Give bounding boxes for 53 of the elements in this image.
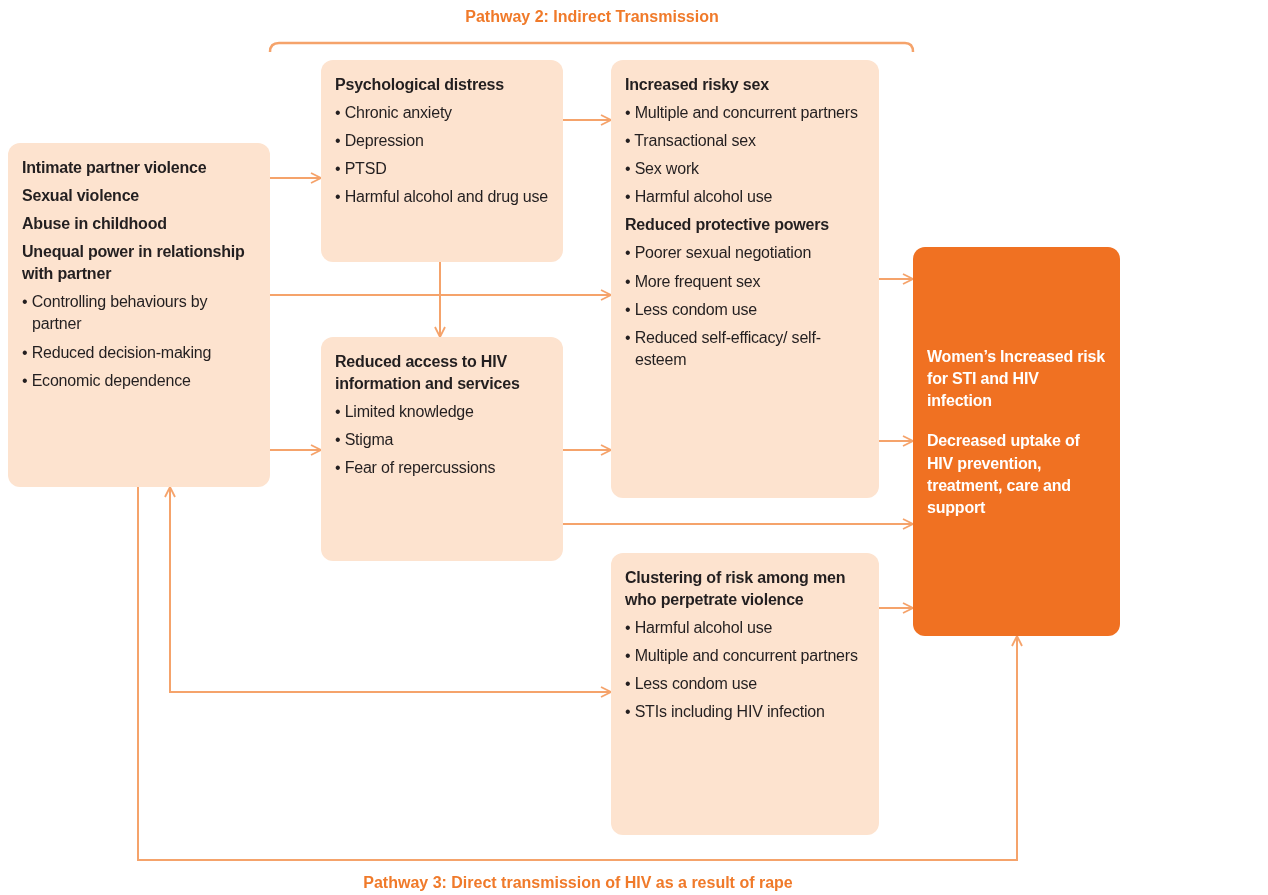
arrow xyxy=(269,289,612,301)
arrow xyxy=(878,602,914,614)
bullet-item: • Controlling behaviours by partner xyxy=(22,292,209,335)
bullet-item: • More frequent sex xyxy=(625,271,762,292)
box-heading: Reduced access to HIV information and services xyxy=(335,352,521,395)
box-heading: Increased risky sex xyxy=(625,75,770,95)
bullet-item: • Harmful alcohol use xyxy=(625,187,774,208)
bullet-item: • Economic dependence xyxy=(22,370,192,391)
bullet-item: • Chronic anxiety xyxy=(335,103,453,124)
box-heading: Sexual violence xyxy=(22,186,141,207)
bullet-item: • Sex work xyxy=(625,159,700,180)
bullet-item: • Reduced decision-making xyxy=(22,342,213,363)
arrow xyxy=(137,486,1023,861)
box-heading: Clustering of risk among men who perpetrate violence xyxy=(625,568,847,611)
bullet-item: • Poorer sexual negotiation xyxy=(625,243,813,264)
bullet-item: • Less condom use xyxy=(625,674,759,695)
process-box xyxy=(321,60,563,262)
arrow xyxy=(562,518,914,530)
arrow xyxy=(434,261,446,338)
bullet-item: • Fear of repercussions xyxy=(335,458,497,479)
arrow xyxy=(878,435,914,447)
bullet-item: • Depression xyxy=(335,131,425,152)
box-heading: Women’s Increased risk for STI and HIV infection xyxy=(927,347,1106,412)
box-heading: Reduced protective powers xyxy=(625,215,830,236)
process-box xyxy=(8,143,270,487)
bullet-item: • Stigma xyxy=(335,430,395,451)
process-box xyxy=(611,553,879,835)
box-heading: Abuse in childhood xyxy=(22,214,168,235)
box-heading: Intimate partner violence xyxy=(22,158,208,178)
process-box xyxy=(611,60,879,498)
box-heading: Decreased uptake of HIV prevention, treatment, care and support xyxy=(927,431,1081,518)
bullet-item: • Transactional sex xyxy=(625,131,757,152)
arrow xyxy=(269,444,322,456)
pathway-label: Pathway 2: Indirect Transmission xyxy=(465,8,719,26)
bullet-item: • Reduced self-efficacy/ self-esteem xyxy=(625,327,822,370)
bullet-item: • PTSD xyxy=(335,159,388,180)
process-box xyxy=(321,337,563,561)
bullet-item: • STIs including HIV infection xyxy=(625,702,826,723)
bullet-item: • Harmful alcohol use xyxy=(625,618,774,639)
bullet-item: • Multiple and concurrent partners xyxy=(625,646,859,667)
box-heading: Unequal power in relationship with partner xyxy=(22,242,246,285)
arrow xyxy=(269,172,322,184)
box-heading: Psychological distress xyxy=(335,75,505,95)
arrow xyxy=(878,273,914,285)
pathway-label: Pathway 3: Direct transmission of HIV as a result of rape xyxy=(363,874,793,892)
arrow xyxy=(164,486,612,698)
arrow xyxy=(562,114,612,126)
outcome-box xyxy=(913,247,1120,636)
bullet-item: • Multiple and concurrent partners xyxy=(625,103,859,124)
bullet-item: • Less condom use xyxy=(625,299,759,320)
bullet-item: • Harmful alcohol and drug use xyxy=(335,187,550,208)
bullet-item: • Limited knowledge xyxy=(335,402,475,423)
arrow xyxy=(562,444,612,456)
